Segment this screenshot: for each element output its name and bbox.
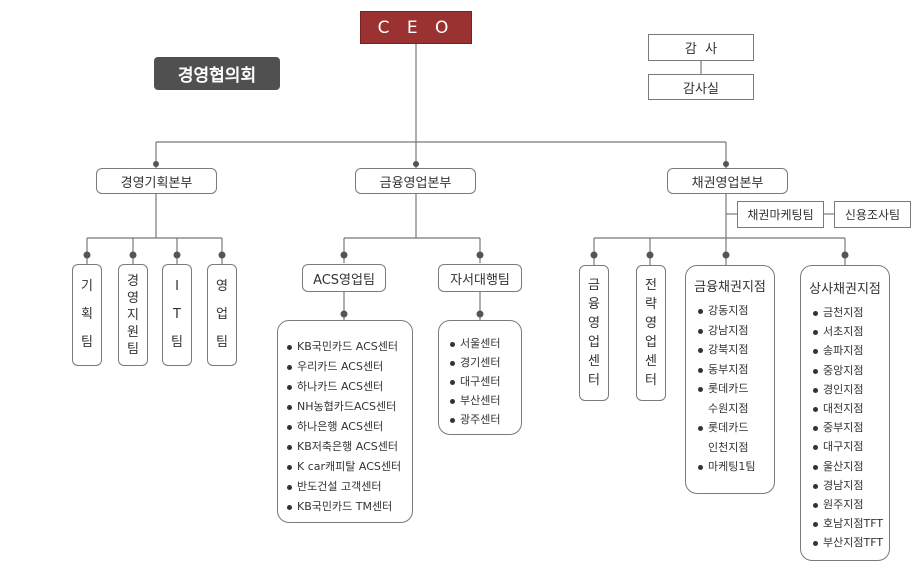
list-item: 대구지점 — [813, 438, 889, 457]
finance-division-label: 금융영업본부 — [379, 175, 452, 191]
char: 획 — [81, 307, 93, 322]
char: 금 — [588, 278, 600, 293]
credit-research-team-box: 신용조사팀 — [834, 201, 911, 228]
list-item: 반도건설 고객센터 — [287, 478, 412, 498]
finance-sales-center-box: 금 융 영 업 센 터 — [579, 265, 609, 401]
signature-agency-team-box: 자서대행팀 — [438, 264, 522, 292]
char: 융 — [588, 297, 600, 312]
list-item: 강남지점 — [698, 322, 774, 342]
planning-team-box: 기 획 팀 — [72, 264, 102, 366]
list-item: 금천지점 — [813, 304, 889, 323]
char: 업 — [588, 335, 600, 350]
char: 영 — [127, 290, 139, 306]
jaseo-team-label: 자서대행팀 — [450, 272, 510, 288]
list-item: K car캐피탈 ACS센터 — [287, 458, 412, 478]
char: 터 — [588, 373, 600, 388]
char: 센 — [645, 354, 657, 369]
list-item: KB저축은행 ACS센터 — [287, 438, 412, 458]
audit-office-label: 감사실 — [683, 81, 719, 97]
list-item: 롯데카드 인천지점 — [698, 419, 774, 458]
list-item: 경남지점 — [813, 477, 889, 496]
credit-marketing-team-box: 채권마케팅팀 — [737, 201, 824, 228]
char: 략 — [645, 297, 657, 312]
signature-center-list: 서울센터 경기센터 대구센터 부산센터 광주센터 — [438, 320, 522, 435]
list-item: 강북지점 — [698, 341, 774, 361]
char: 업 — [645, 335, 657, 350]
list-item: 마케팅1팀 — [698, 458, 774, 478]
list-item: 하나은행 ACS센터 — [287, 418, 412, 438]
char: 팀 — [81, 335, 93, 350]
finance-branch-title: 금융채권지점 — [694, 280, 766, 295]
char: 원 — [127, 324, 139, 340]
list-item: 부산센터 — [450, 392, 521, 411]
ceo-box: C E O — [360, 11, 472, 44]
finance-division-box: 금융영업본부 — [355, 168, 476, 194]
audit-box: 감 사 — [648, 34, 754, 61]
management-council-box: 경영협의회 — [154, 57, 280, 90]
list-item: 강동지점 — [698, 302, 774, 322]
management-support-team-box: 경 영 지 원 팀 — [118, 264, 148, 366]
char: 전 — [645, 278, 657, 293]
list-item: 송파지점 — [813, 342, 889, 361]
char: 경 — [127, 273, 139, 289]
char: 팀 — [171, 335, 183, 350]
planning-division-box: 경영기획본부 — [96, 168, 217, 194]
ceo-label: C E O — [377, 17, 455, 38]
commercial-branch-list: 상사채권지점 금천지점 서초지점 송파지점 중앙지점 경인지점 대전지점 중부지… — [800, 265, 890, 561]
acs-sales-team-box: ACS영업팀 — [302, 264, 386, 292]
char: 터 — [645, 373, 657, 388]
acs-team-label: ACS영업팀 — [313, 272, 375, 288]
commercial-branch-title: 상사채권지점 — [809, 282, 881, 297]
char: 영 — [645, 316, 657, 331]
char: 팀 — [216, 335, 228, 350]
list-item: 중앙지점 — [813, 362, 889, 381]
char: 지 — [127, 307, 139, 323]
char: T — [173, 307, 181, 322]
finance-branch-list: 금융채권지점 강동지점 강남지점 강북지점 동부지점 롯데카드 수원지점 롯데카… — [685, 265, 775, 494]
list-item: 대구센터 — [450, 373, 521, 392]
list-item: KB국민카드 ACS센터 — [287, 338, 412, 358]
list-item: NH농협카드ACS센터 — [287, 398, 412, 418]
list-item: 롯데카드 수원지점 — [698, 380, 774, 419]
list-item: 울산지점 — [813, 458, 889, 477]
list-item: 우리카드 ACS센터 — [287, 358, 412, 378]
credit-research-label: 신용조사팀 — [844, 208, 901, 222]
list-item: KB국민카드 TM센터 — [287, 498, 412, 518]
list-item: 원주지점 — [813, 496, 889, 515]
list-item: 경기센터 — [450, 354, 521, 373]
audit-office-box: 감사실 — [648, 74, 754, 100]
char: 기 — [81, 279, 93, 294]
strategy-sales-center-box: 전 략 영 업 센 터 — [636, 265, 666, 401]
char: 센 — [588, 354, 600, 369]
list-item: 서울센터 — [450, 335, 521, 354]
list-item: 서초지점 — [813, 323, 889, 342]
planning-division-label: 경영기획본부 — [120, 175, 193, 191]
audit-label: 감 사 — [684, 42, 718, 57]
list-item: 대전지점 — [813, 400, 889, 419]
list-item: 중부지점 — [813, 419, 889, 438]
char: 영 — [216, 279, 228, 294]
it-team-box: I T 팀 — [162, 264, 192, 366]
credit-division-box: 채권영업본부 — [667, 168, 788, 194]
char: I — [175, 279, 179, 294]
char: 영 — [588, 316, 600, 331]
list-item: 경인지점 — [813, 381, 889, 400]
acs-center-list: KB국민카드 ACS센터 우리카드 ACS센터 하나카드 ACS센터 NH농협카… — [277, 320, 413, 523]
sales-team-box: 영 업 팀 — [207, 264, 237, 366]
list-item: 동부지점 — [698, 361, 774, 381]
list-item: 광주센터 — [450, 411, 521, 430]
char: 업 — [216, 307, 228, 322]
list-item: 하나카드 ACS센터 — [287, 378, 412, 398]
credit-division-label: 채권영업본부 — [691, 175, 764, 191]
list-item: 호남지점TFT — [813, 515, 889, 534]
char: 팀 — [127, 341, 139, 357]
credit-marketing-label: 채권마케팅팀 — [747, 208, 814, 222]
list-item: 부산지점TFT — [813, 534, 889, 553]
council-label: 경영협의회 — [177, 66, 257, 86]
